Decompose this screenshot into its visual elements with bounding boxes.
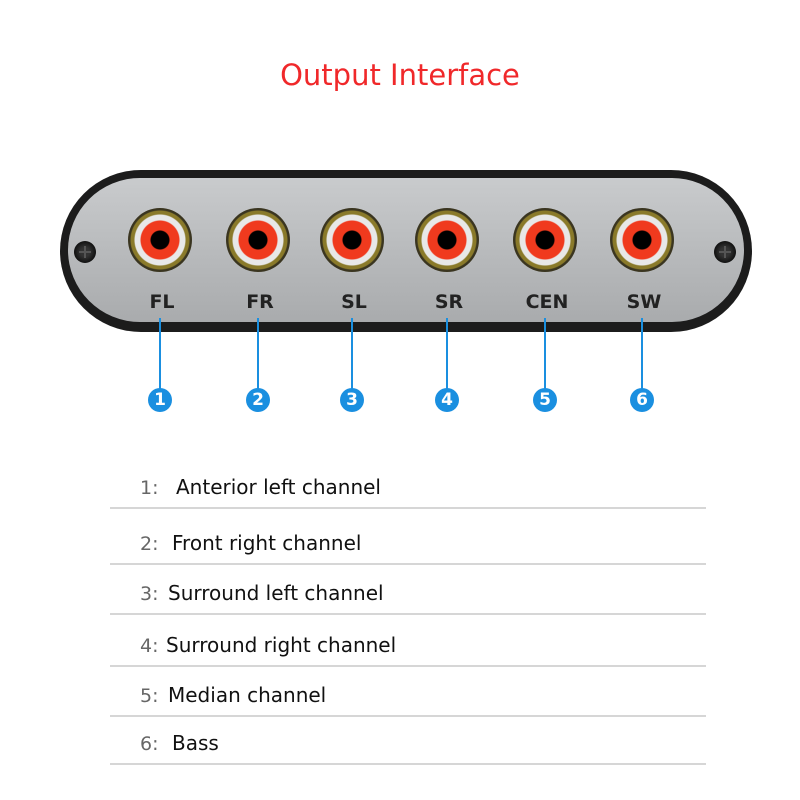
legend-number: 6:: [140, 733, 159, 755]
legend-text: Anterior left channel: [176, 475, 381, 499]
legend-text: Bass: [172, 731, 219, 755]
port-label: FR: [246, 291, 274, 313]
legend-row: 5: Median channel: [110, 683, 706, 717]
legend-text: Surround right channel: [166, 633, 397, 657]
rca-jack-fl: [128, 208, 192, 272]
number-badge: 6: [630, 388, 654, 412]
legend-row: 2: Front right channel: [110, 531, 706, 565]
legend-number: 5:: [140, 685, 159, 707]
page-title: Output Interface: [280, 58, 520, 92]
rca-jack-fr: [226, 208, 290, 272]
legend-text: Surround left channel: [168, 581, 384, 605]
number-badge: 3: [340, 388, 364, 412]
number-badge: 2: [246, 388, 270, 412]
legend-row: 1: Anterior left channel: [110, 475, 706, 509]
legend-row: 6: Bass: [110, 731, 706, 765]
leader-line: [544, 318, 546, 390]
legend-row: 3: Surround left channel: [110, 581, 706, 615]
port-label: CEN: [525, 291, 569, 313]
port-label: SR: [434, 291, 464, 313]
number-badge: 4: [435, 388, 459, 412]
leader-line: [446, 318, 448, 390]
legend-row: 4: Surround right channel: [110, 633, 706, 667]
rca-jack-sl: [320, 208, 384, 272]
number-badge: 5: [533, 388, 557, 412]
legend-number: 2:: [140, 533, 159, 555]
number-badge: 1: [148, 388, 172, 412]
leader-line: [351, 318, 353, 390]
port-label: SL: [341, 291, 367, 313]
rca-jack-cen: [513, 208, 577, 272]
panel-face: FL FR SL SR CEN SW: [68, 178, 744, 322]
legend-text: Front right channel: [172, 531, 362, 555]
legend-text: Median channel: [168, 683, 327, 707]
legend-number: 1:: [140, 477, 159, 499]
leader-line: [257, 318, 259, 390]
output-panel: FL FR SL SR CEN SW: [60, 170, 752, 332]
legend-number: 3:: [140, 583, 159, 605]
port-label: FL: [149, 291, 175, 313]
leader-line: [641, 318, 643, 390]
leader-line: [159, 318, 161, 390]
screw-icon: [714, 241, 736, 263]
screw-icon: [74, 241, 96, 263]
rca-jack-sr: [415, 208, 479, 272]
legend-number: 4:: [140, 635, 159, 657]
rca-jack-sw: [610, 208, 674, 272]
port-label: SW: [626, 291, 662, 313]
